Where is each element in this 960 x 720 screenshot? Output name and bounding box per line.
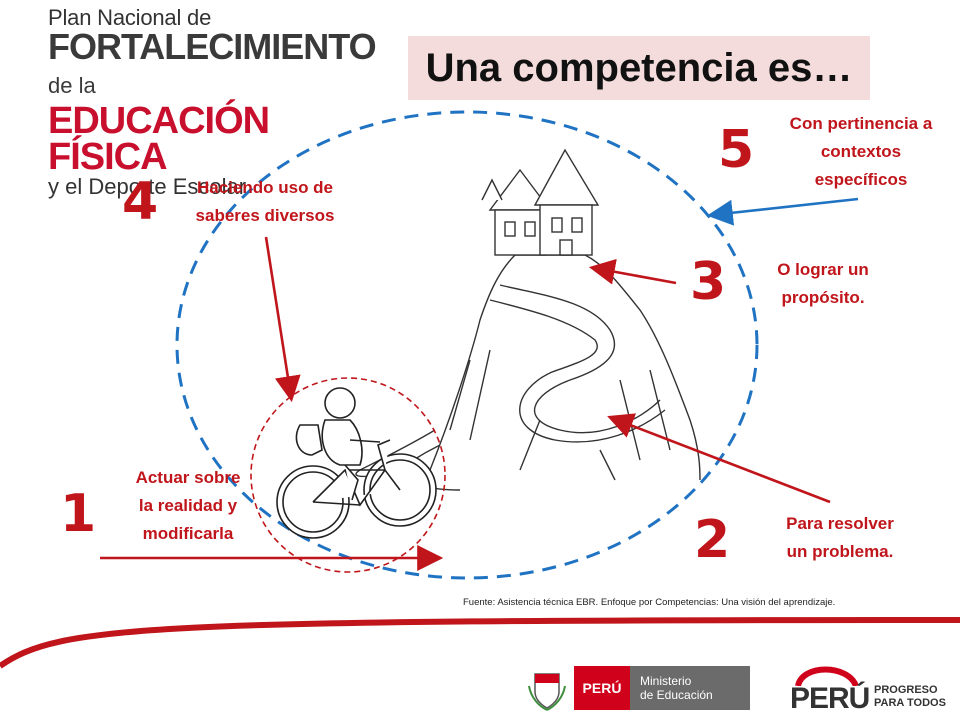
brand-word: PERÚ <box>790 682 870 715</box>
arrow-2 <box>607 413 831 504</box>
ministerio-peru-label: PERÚ <box>574 666 630 710</box>
arrow-3 <box>588 258 677 285</box>
step-5-number: 5 <box>718 120 755 180</box>
slide-title: Una competencia es… <box>425 45 853 90</box>
ministerio-logo: PERÚ Ministerio de Educación <box>574 666 750 710</box>
ministerio-name: Ministerio de Educación <box>630 666 750 710</box>
brand-arc-icon <box>795 666 859 686</box>
slide-title-box: Una competencia es… <box>408 36 870 100</box>
brand-tagline: PROGRESO PARA TODOS <box>874 684 946 709</box>
program-logo: Plan Nacional de FORTALECIMIENTO de la E… <box>48 5 377 199</box>
national-shield-icon <box>528 673 566 711</box>
house-drawing <box>481 148 600 256</box>
cyclist-circle <box>250 377 446 573</box>
logo-line-4: y el Deporte Escolar <box>48 174 247 199</box>
footer-swoosh <box>0 617 960 669</box>
step-2-number: 2 <box>694 510 731 570</box>
step-3-number: 3 <box>690 252 727 312</box>
competence-ellipse <box>175 110 759 580</box>
logo-line-3: EDUCACIÓN FÍSICA <box>48 100 270 178</box>
step-1-number: 1 <box>60 484 97 544</box>
arrow-5 <box>706 197 859 226</box>
cyclist-drawing <box>276 387 437 539</box>
step-4-number: 4 <box>122 172 159 232</box>
logo-line-2: FORTALECIMIENTO de la <box>48 26 377 99</box>
source-citation: Fuente: Asistencia técnica EBR. Enfoque … <box>463 597 836 608</box>
logo-line-1: Plan Nacional de <box>48 5 212 30</box>
peru-brand-logo: PERÚ PROGRESO PARA TODOS <box>790 660 950 716</box>
arrow-4 <box>264 236 301 403</box>
